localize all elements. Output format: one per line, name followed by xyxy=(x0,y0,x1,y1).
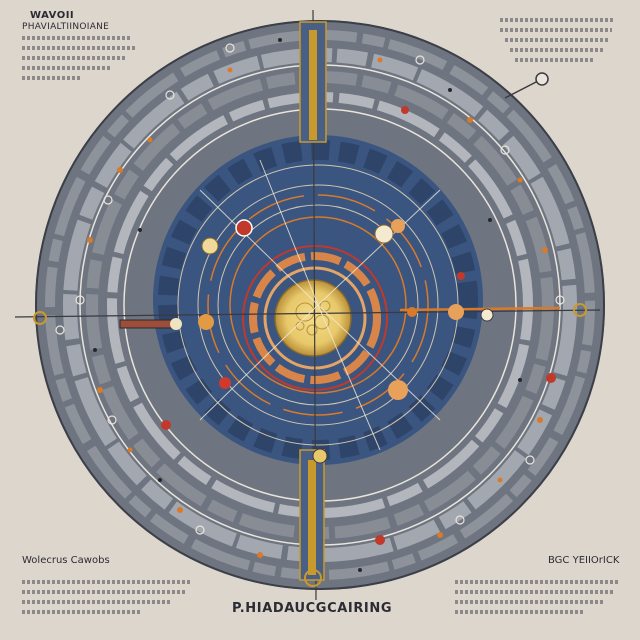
ring-dots-dark xyxy=(93,38,522,572)
scribble-text-line xyxy=(455,590,615,594)
scribble-text-line xyxy=(22,600,172,604)
scribble-text-line xyxy=(510,48,605,52)
right-ornament xyxy=(573,303,587,317)
scribble-text-line xyxy=(22,580,192,584)
horizontal-axis xyxy=(14,309,601,318)
orange-arm xyxy=(399,306,561,312)
bottom-spine-core xyxy=(308,460,316,575)
ring-line xyxy=(35,20,605,590)
radial-spokes xyxy=(199,159,441,451)
ring-dots-orange xyxy=(87,57,548,558)
scribble-text-line xyxy=(505,38,610,42)
scribble-text-line xyxy=(515,58,595,62)
top-left-subtitle: PHAVIALTIINOIANE xyxy=(22,22,110,32)
left-ornament xyxy=(33,311,47,325)
scribble-text-line xyxy=(22,36,132,40)
scribble-text-line xyxy=(22,46,137,50)
orange-orbits xyxy=(207,194,429,416)
scribble-text-line xyxy=(500,18,615,22)
ring-dots-white xyxy=(55,43,565,535)
scribble-text-line xyxy=(455,610,585,614)
scribble-text-line xyxy=(22,56,127,60)
scribble-text-line xyxy=(22,610,142,614)
bottom-caption: P.HIADAUCGCAIRING xyxy=(232,601,393,616)
top-spine-core xyxy=(309,30,317,140)
scribble-text-line xyxy=(22,66,112,70)
scribble-text-line xyxy=(455,600,605,604)
nodes xyxy=(161,106,556,545)
scribble-text-line xyxy=(22,590,187,594)
scribble-text-line xyxy=(500,28,612,32)
pin-icon xyxy=(504,72,549,99)
scribble-text-line xyxy=(22,76,82,80)
bottom-ornament xyxy=(304,569,322,587)
top-left-title: WAVOII xyxy=(30,10,75,21)
scribble-text-line xyxy=(455,580,620,584)
bottom-left-label: Wolecrus Cawobs xyxy=(22,555,110,566)
bottom-right-label: BGC YEIIOrICK xyxy=(548,555,620,566)
